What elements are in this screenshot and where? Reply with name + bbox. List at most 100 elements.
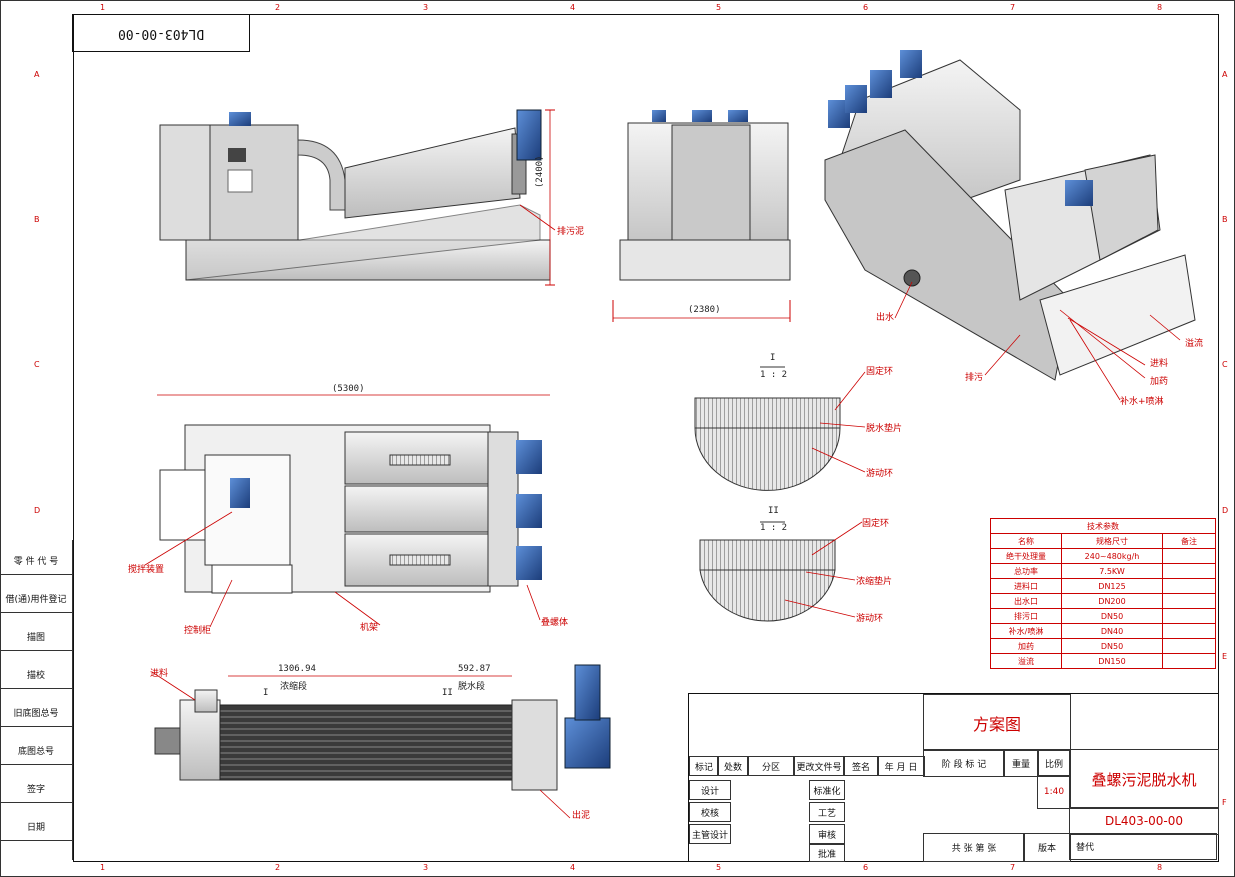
tech-cell: 240~480kg/h [1061,548,1163,564]
tech-cell: 溢流 [990,653,1062,669]
tech-cell [1162,563,1216,579]
zone-col-2-b: 2 [275,863,281,872]
tech-cell [1162,623,1216,639]
zone-col-7-b: 7 [1010,863,1016,872]
tb-scale-value: 1:40 [1037,775,1071,809]
tb-scheme: 方案图 [923,694,1071,751]
top-view [144,394,550,628]
tech-cell: 进料口 [990,578,1062,594]
drawing-inner-border [73,14,1219,862]
detail-i-view [694,366,866,491]
tech-cell [1162,548,1216,564]
body-sec2: II [442,688,453,698]
tb-replace: 替代 [1069,833,1217,860]
tb-rev-date: 年 月 日 [877,756,925,776]
zone-col-4: 4 [570,3,576,12]
zone-col-8-b: 8 [1157,863,1163,872]
zone-col-5-b: 5 [716,863,722,872]
detail1-pad: 脱水垫片 [866,424,903,434]
zone-col-1: 1 [100,3,106,12]
doc-number-box: DL403-00-00 [72,14,250,52]
zone-row-f-r: F [1222,798,1227,807]
zone-col-8: 8 [1157,3,1163,12]
iso-label-feed: 进料 [1150,359,1169,369]
rev-old-base: 旧底图总号 [0,702,72,727]
tech-cell: DN50 [1061,638,1163,654]
zone-col-4-b: 4 [570,863,576,872]
tech-header-name: 名称 [990,533,1062,549]
tech-header-spec: 规格尺寸 [1061,533,1163,549]
top-label-cabinet: 控制柜 [184,626,212,636]
tb-role-approve: 批准 [809,844,845,862]
tb-role-design: 设计 [689,780,731,800]
iso-label-overflow: 溢流 [1185,339,1204,349]
zone-col-3-b: 3 [423,863,429,872]
tech-cell: 7.5KW [1061,563,1163,579]
front-dim-height: (2400) [535,155,545,188]
tech-cell: 补水/喷淋 [990,623,1062,639]
tech-cell: 加药 [990,638,1062,654]
body-dim1-name: 浓缩段 [280,682,308,692]
body-dim1: 1306.94 [278,664,316,674]
tech-cell: 总功率 [990,563,1062,579]
tb-drawing-no: DL403-00-00 [1069,807,1219,835]
rev-date: 日期 [0,816,72,841]
rev-sign: 签字 [0,778,72,803]
rev-borrow: 借(通)用件登记 [0,588,72,613]
zone-col-1-b: 1 [100,863,106,872]
screw-body-view [151,664,611,819]
zone-row-c-r: C [1222,360,1228,369]
tb-role-check: 校核 [689,802,731,822]
body-dim2: 592.87 [458,664,491,674]
zone-col-3: 3 [423,3,429,12]
body-label-feed: 进料 [150,669,169,679]
zone-row-d: D [34,506,41,515]
detail1-fixed: 固定环 [866,367,894,377]
tb-rev-zone: 分区 [747,756,795,776]
front-label-sludge: 排污泥 [557,227,585,237]
body-label-out: 出泥 [572,811,591,821]
tech-cell: DN50 [1061,608,1163,624]
detail2-pad: 浓缩垫片 [856,577,893,587]
tb-rev-sign: 签名 [843,756,879,776]
top-dim-length: (5300) [332,384,365,394]
tech-cell [1162,593,1216,609]
rev-part-code: 零 件 代 号 [0,550,72,575]
tb-role-process: 工艺 [809,802,845,822]
detail2-fixed: 固定环 [862,519,890,529]
iso-label-drain: 排污 [965,373,984,383]
tb-role-std: 标准化 [809,780,845,800]
iso-view [824,50,1196,401]
zone-row-c: C [34,360,40,369]
front-view [159,109,556,286]
tech-cell: DN125 [1061,578,1163,594]
zone-col-5: 5 [716,3,722,12]
iso-label-spray: 补水+喷淋 [1120,397,1164,407]
tb-role-lead: 主管设计 [689,824,731,844]
iso-label-dose: 加药 [1150,377,1169,387]
tb-stage-mark: 阶 段 标 记 [923,749,1005,777]
side-view [612,110,791,322]
tb-product-name: 叠螺污泥脱水机 [1069,749,1219,809]
tech-cell: DN150 [1061,653,1163,669]
tb-rev-doc: 更改文件号 [793,756,845,776]
top-label-mixer: 搅拌装置 [128,565,165,575]
rev-trace: 描图 [0,626,72,651]
tech-params-title: 技术参数 [990,518,1216,534]
rev-base: 底图总号 [0,740,72,765]
zone-row-a-r: A [1222,70,1228,79]
zone-row-b-r: B [1222,215,1228,224]
zone-row-a: A [34,70,40,79]
zone-row-e-r: E [1222,652,1228,661]
tb-version: 版本 [1023,833,1071,862]
tb-sheet: 共 张 第 张 [923,833,1025,862]
iso-label-water: 出水 [876,313,895,323]
tech-cell: 绝干处理量 [990,548,1062,564]
